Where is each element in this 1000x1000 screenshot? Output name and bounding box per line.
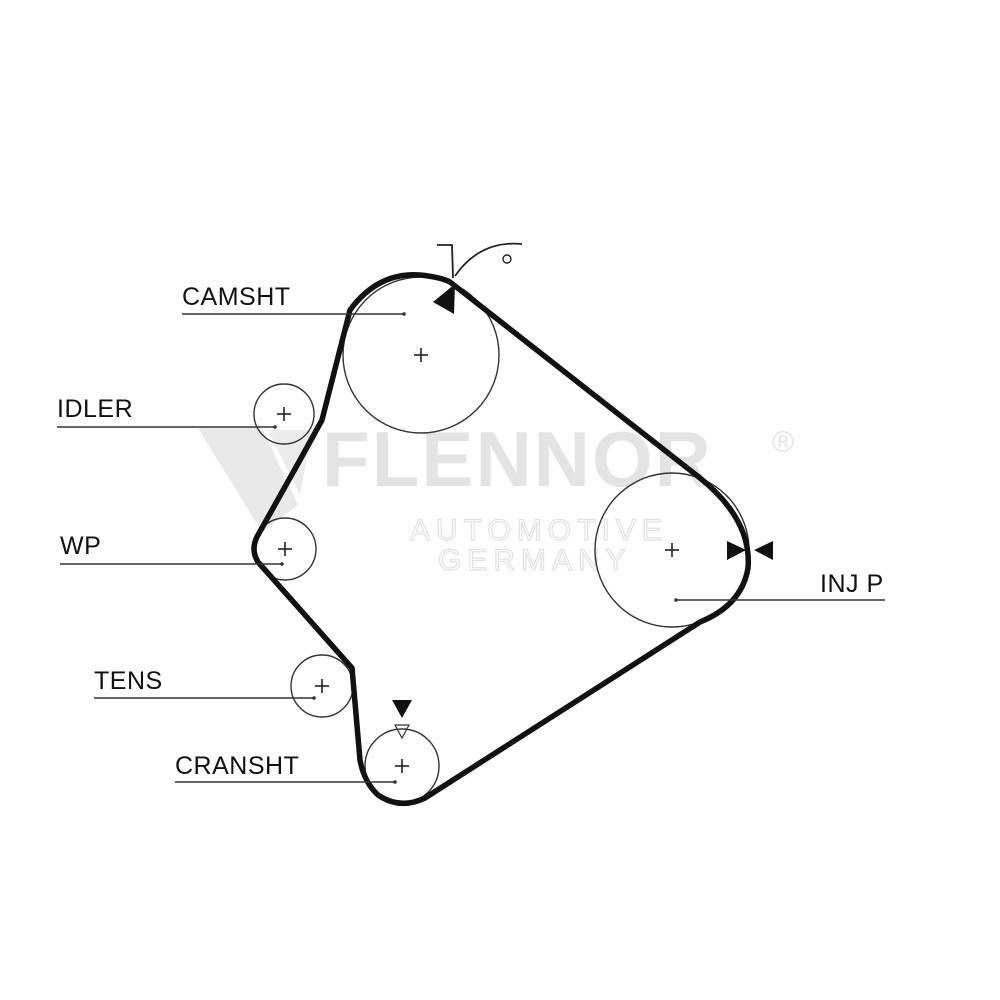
camshaft-timing-mark-icon xyxy=(433,284,455,314)
watermark-registered: ® xyxy=(772,426,794,459)
watermark-line1: AUTOMOTIVE xyxy=(410,514,668,547)
watermark-brand: FLENNOR xyxy=(322,415,713,503)
tensioner-pulley xyxy=(290,654,354,718)
timing-belt xyxy=(251,272,752,806)
watermark-line2: GERMANY xyxy=(438,544,632,577)
watermark-logo-mark-accent xyxy=(268,430,312,495)
label-water-pump: WP xyxy=(60,532,284,566)
label-tensioner: TENS xyxy=(94,667,316,700)
label-crankshaft-text: CRANSHT xyxy=(175,752,299,780)
idler-pulley xyxy=(253,383,315,445)
flennor-watermark: FLENNOR ® AUTOMOTIVE GERMANY xyxy=(198,415,794,578)
label-injection-pump: INJ P xyxy=(674,570,885,602)
label-camshaft-text: CAMSHT xyxy=(182,283,291,311)
label-idler: IDLER xyxy=(57,395,277,429)
label-water-pump-text: WP xyxy=(60,532,101,560)
crankshaft-timing-mark-icon xyxy=(392,700,412,740)
label-tensioner-text: TENS xyxy=(94,667,163,695)
label-idler-text: IDLER xyxy=(57,395,133,423)
injection-pump-timing-mark-icon xyxy=(727,541,773,560)
label-injection-pump-text: INJ P xyxy=(820,570,884,598)
rotation-direction-icon xyxy=(437,242,523,279)
label-crankshaft: CRANSHT xyxy=(175,752,397,784)
label-camshaft: CAMSHT xyxy=(182,283,406,316)
